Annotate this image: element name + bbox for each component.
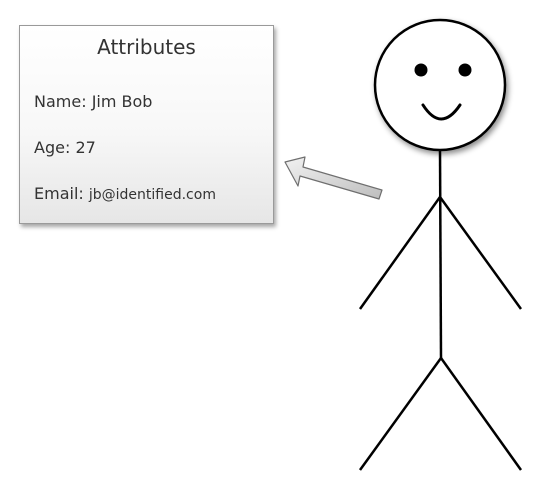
card-title: Attributes [97,35,196,59]
left-leg [358,357,443,471]
attribute-label: Age: [34,138,71,157]
attribute-value: Jim Bob [91,92,153,111]
left-eye [414,63,428,77]
smile [421,103,462,121]
attribute-row-age: Age: 27 [34,138,96,157]
head [373,18,507,152]
attribute-label: Name: [34,92,87,111]
right-leg [439,357,523,471]
left-arm [358,196,442,310]
body [438,149,443,359]
attribute-row-email: Email: jb@identified.com [34,184,216,203]
attribute-label: Email: [34,184,84,203]
stick-figure [358,18,523,471]
attribute-value: jb@identified.com [88,187,216,203]
right-eye [458,63,472,77]
attribute-row-name: Name: Jim Bob [34,92,152,111]
right-arm [438,196,523,310]
pointer-arrow [284,156,383,200]
attribute-value: 27 [75,138,96,157]
attributes-card: Attributes Name: Jim Bob Age: 27 Email: … [19,25,274,224]
